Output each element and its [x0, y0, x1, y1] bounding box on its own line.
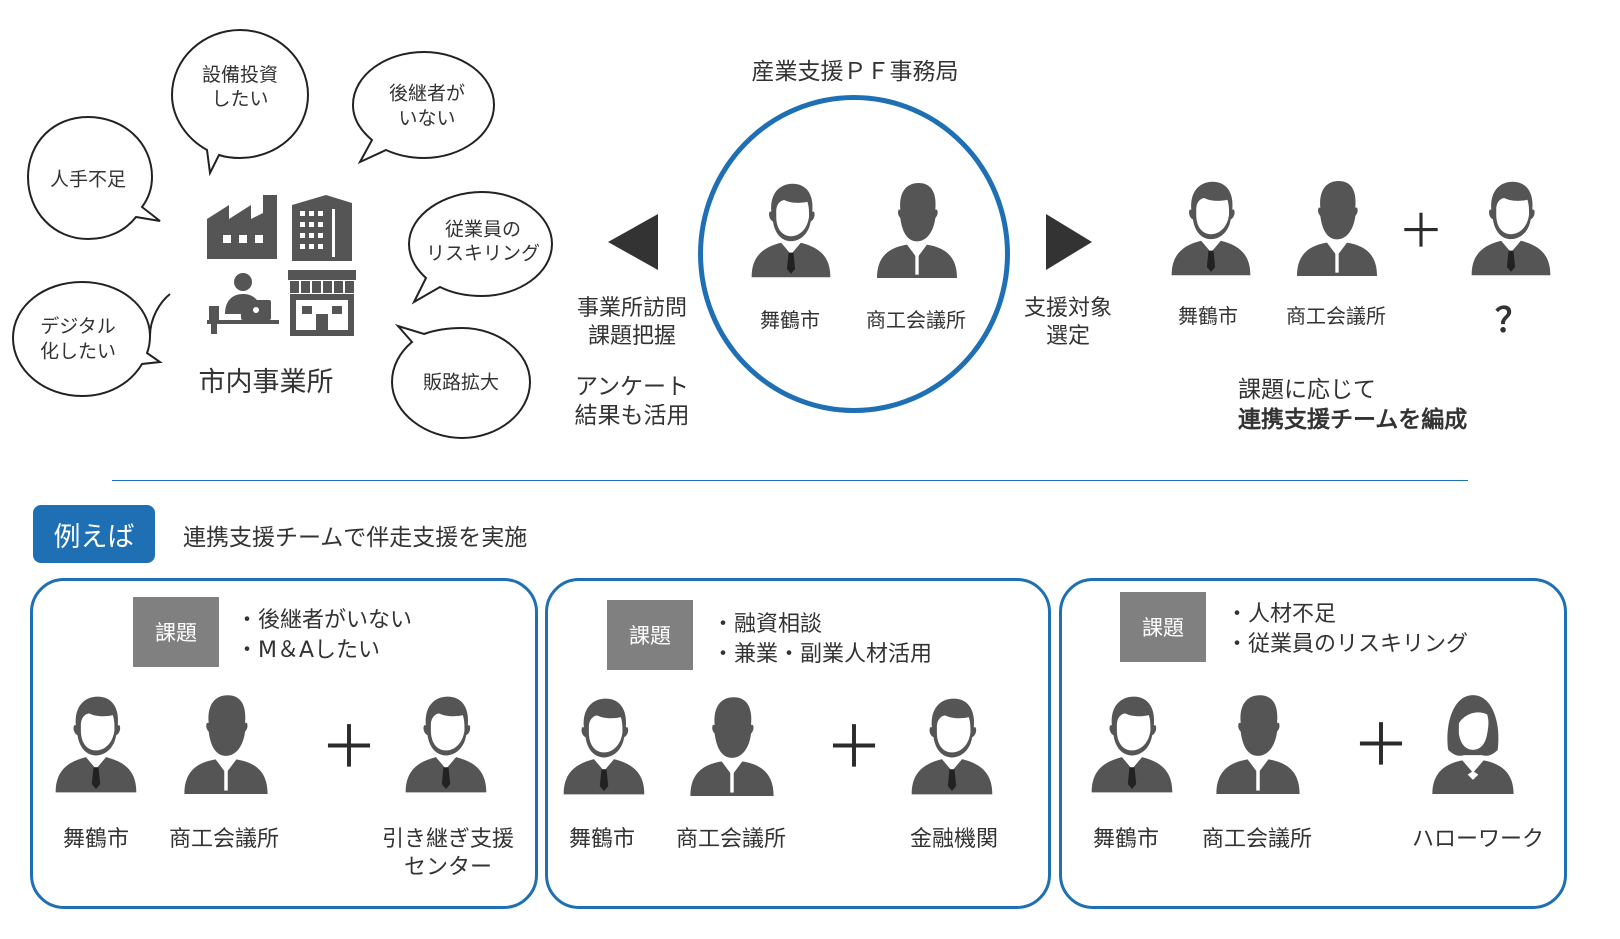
team-caption: 課題に応じて 連携支援チームを編成	[1238, 376, 1467, 436]
case-partner-line2: センター	[403, 854, 492, 880]
secretariat-chamber: 商工会議所	[866, 308, 966, 332]
person-icon	[1292, 176, 1382, 276]
case-chamber: 商工会議所	[1201, 827, 1312, 852]
case-partner: 金融機関	[888, 826, 1020, 854]
secretariat-title: 産業支援ＰＦ事務局	[751, 59, 959, 85]
person-icon	[1470, 176, 1552, 276]
right-arrow-label-line1: 支援対象	[1023, 296, 1112, 321]
bubble-text: 人手不足	[49, 168, 126, 191]
person-icon	[686, 692, 778, 796]
issue-line: ・融資相談	[712, 612, 823, 637]
case-partner-line1: ハローワーク	[1411, 827, 1544, 852]
survey-label: アンケート 結果も活用	[556, 373, 708, 431]
issue-line: ・M＆Aしたい	[236, 638, 381, 663]
bubble-no-successor: 後継者が いない	[350, 50, 496, 165]
team-chamber: 商工会議所	[1286, 304, 1386, 328]
person-icon	[1212, 690, 1304, 794]
shop-icon	[288, 270, 356, 336]
survey-label-line2: 結果も活用	[574, 402, 690, 429]
case-partner: ハローワーク	[1400, 826, 1556, 854]
issue-badge: 課題	[133, 597, 219, 667]
issue-line: ・後継者がいない	[236, 608, 413, 633]
businesses-label: 市内事業所	[198, 367, 334, 398]
right-arrow-label-line2: 選定	[1045, 323, 1090, 349]
team-city: 舞鶴市	[1178, 304, 1238, 328]
example-text: 連携支援チームで伴走支援を実施	[183, 525, 528, 551]
bubble-text: 販路拡大	[422, 372, 499, 395]
team-caption-line2: 連携支援チームを編成	[1238, 406, 1468, 433]
person-icon	[750, 178, 832, 278]
survey-label-line1: アンケート	[574, 374, 690, 400]
case-chamber: 商工会議所	[675, 827, 786, 852]
team-caption-line1: 課題に応じて	[1238, 377, 1376, 403]
left-arrow-label-line2: 課題把握	[587, 323, 676, 349]
issue-badge: 課題	[1120, 592, 1206, 662]
plus-icon: ＋	[825, 713, 884, 781]
case-partner: 引き継ぎ支援 センター	[366, 826, 530, 881]
case-card	[30, 578, 538, 909]
laptop-worker-icon	[207, 273, 279, 334]
team-unknown: ？	[1495, 301, 1529, 341]
plus-icon: ＋	[1352, 711, 1411, 779]
bubble-digitalize: デジタル 化したい	[10, 280, 171, 398]
case-city: 舞鶴市	[62, 827, 129, 852]
bubble-text: 従業員の リスキリング	[425, 217, 540, 265]
case-partner-line1: 引き継ぎ支援	[381, 827, 514, 852]
right-arrow-label: 支援対象 選定	[1008, 295, 1128, 350]
case-card	[545, 578, 1051, 909]
bubble-text: デジタル 化したい	[39, 315, 116, 362]
case-chamber: 商工会議所	[168, 827, 279, 852]
secretariat-city: 舞鶴市	[760, 308, 820, 332]
person-icon	[910, 692, 994, 796]
bubble-employee-reskilling: 従業員の リスキリング	[406, 190, 554, 305]
right-arrow-icon	[1046, 214, 1092, 270]
person-icon	[404, 690, 488, 794]
person-icon	[562, 692, 646, 796]
bubble-text: 設備投資 したい	[201, 63, 278, 111]
example-badge: 例えば	[33, 505, 155, 563]
person-icon	[180, 690, 272, 794]
issue-line: ・人材不足	[1226, 602, 1337, 627]
person-icon	[1090, 690, 1174, 794]
person-icon	[872, 178, 962, 278]
left-arrow-label: 事業所訪問 課題把握	[564, 295, 700, 350]
case-partner-line1: 金融機関	[909, 827, 998, 852]
secretariat-circle	[698, 95, 1010, 413]
issue-line: ・兼業・副業人材活用	[712, 642, 933, 667]
plus-icon: ＋	[320, 713, 379, 781]
office-building-icon	[292, 195, 352, 261]
person-icon	[54, 690, 138, 794]
bubble-market-expansion: 販路拡大	[390, 322, 532, 440]
left-arrow-icon	[608, 214, 658, 270]
case-city: 舞鶴市	[1092, 827, 1159, 852]
bubble-equipment-investment: 設備投資 したい	[170, 28, 310, 177]
factory-icon	[207, 195, 277, 259]
issue-line: ・従業員のリスキリング	[1226, 632, 1469, 657]
left-arrow-label-line1: 事業所訪問	[576, 296, 687, 321]
person-woman-icon	[1426, 688, 1520, 794]
case-city: 舞鶴市	[568, 827, 635, 852]
issue-badge: 課題	[607, 600, 693, 670]
case-card	[1059, 578, 1567, 909]
plus-icon: ＋	[1398, 204, 1444, 258]
bubble-labor-shortage: 人手不足	[26, 115, 161, 245]
person-icon	[1170, 176, 1252, 276]
bubble-text: 後継者が いない	[388, 82, 465, 129]
section-divider	[112, 480, 1468, 481]
